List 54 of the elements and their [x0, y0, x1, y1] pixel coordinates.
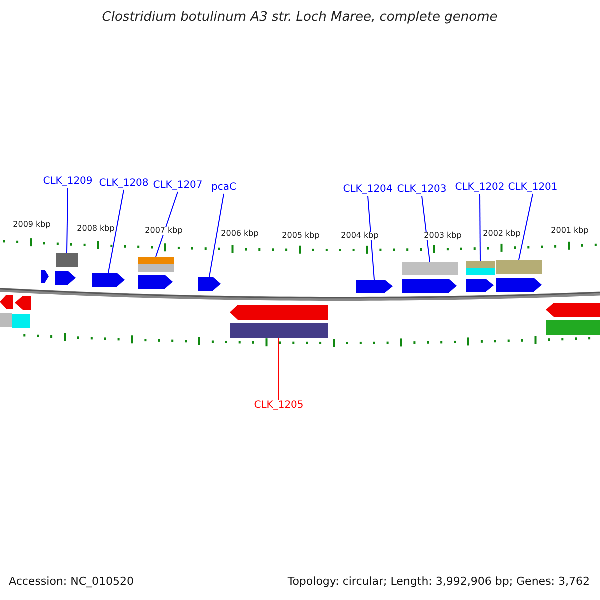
- gene-feature: [466, 268, 495, 275]
- gene-feature: [15, 296, 31, 310]
- gene-feature: [496, 260, 542, 274]
- tick-label: 2007 kbp: [145, 227, 183, 235]
- gene-feature: [138, 257, 174, 264]
- gene-label: CLK_1201: [508, 183, 558, 193]
- gene-feature: [466, 261, 495, 268]
- gene-feature: [230, 323, 328, 338]
- leader-line: [278, 338, 280, 400]
- leader-line: [368, 196, 375, 280]
- gene-label: pcaC: [212, 183, 236, 193]
- gene-feature: [496, 278, 542, 292]
- gene-feature: [466, 279, 494, 292]
- gene-label: CLK_1209: [43, 177, 93, 187]
- leader-line: [209, 194, 224, 278]
- gene-label: CLK_1207: [153, 181, 203, 191]
- leader-line: [66, 188, 68, 254]
- gene-label: CLK_1205: [254, 401, 304, 411]
- gene-feature: [402, 279, 457, 293]
- tick-label: 2009 kbp: [13, 221, 51, 229]
- tick-label: 2008 kbp: [77, 225, 115, 233]
- gene-feature: [56, 253, 78, 267]
- gene-feature: [138, 275, 173, 289]
- tick-label: 2004 kbp: [341, 232, 379, 240]
- gene-feature: [41, 270, 49, 283]
- gene-label: CLK_1208: [99, 179, 149, 189]
- gene-feature: [546, 303, 600, 317]
- gene-label: CLK_1203: [397, 185, 447, 195]
- accession-text: Accession: NC_010520: [9, 576, 134, 587]
- tick-label: 2001 kbp: [551, 227, 589, 235]
- leader-line: [156, 192, 178, 258]
- gene-feature: [138, 264, 174, 272]
- gene-feature: [12, 314, 30, 328]
- gene-feature: [546, 320, 600, 335]
- leader-line: [518, 194, 534, 260]
- gene-label: CLK_1204: [343, 185, 393, 195]
- leader-line: [108, 190, 124, 274]
- gene-feature: [402, 262, 458, 275]
- tick-label: 2002 kbp: [483, 230, 521, 238]
- map-title: Clostridium botulinum A3 str. Loch Maree, complete genome: [102, 11, 498, 24]
- tick-label: 2006 kbp: [221, 230, 259, 238]
- gene-feature: [92, 273, 125, 287]
- leader-line: [422, 196, 430, 262]
- gene-feature: [0, 295, 13, 309]
- genome-stats-text: Topology: circular; Length: 3,992,906 bp; Genes: 3,762: [288, 576, 590, 587]
- gene-feature: [0, 313, 12, 327]
- gene-feature: [55, 271, 76, 285]
- tick-label: 2005 kbp: [282, 232, 320, 240]
- gene-feature: [198, 277, 221, 291]
- gene-label: CLK_1202: [455, 183, 505, 193]
- tick-label: 2003 kbp: [424, 232, 462, 240]
- gene-feature: [230, 305, 328, 320]
- gene-feature: [356, 280, 393, 293]
- leader-line: [480, 194, 481, 262]
